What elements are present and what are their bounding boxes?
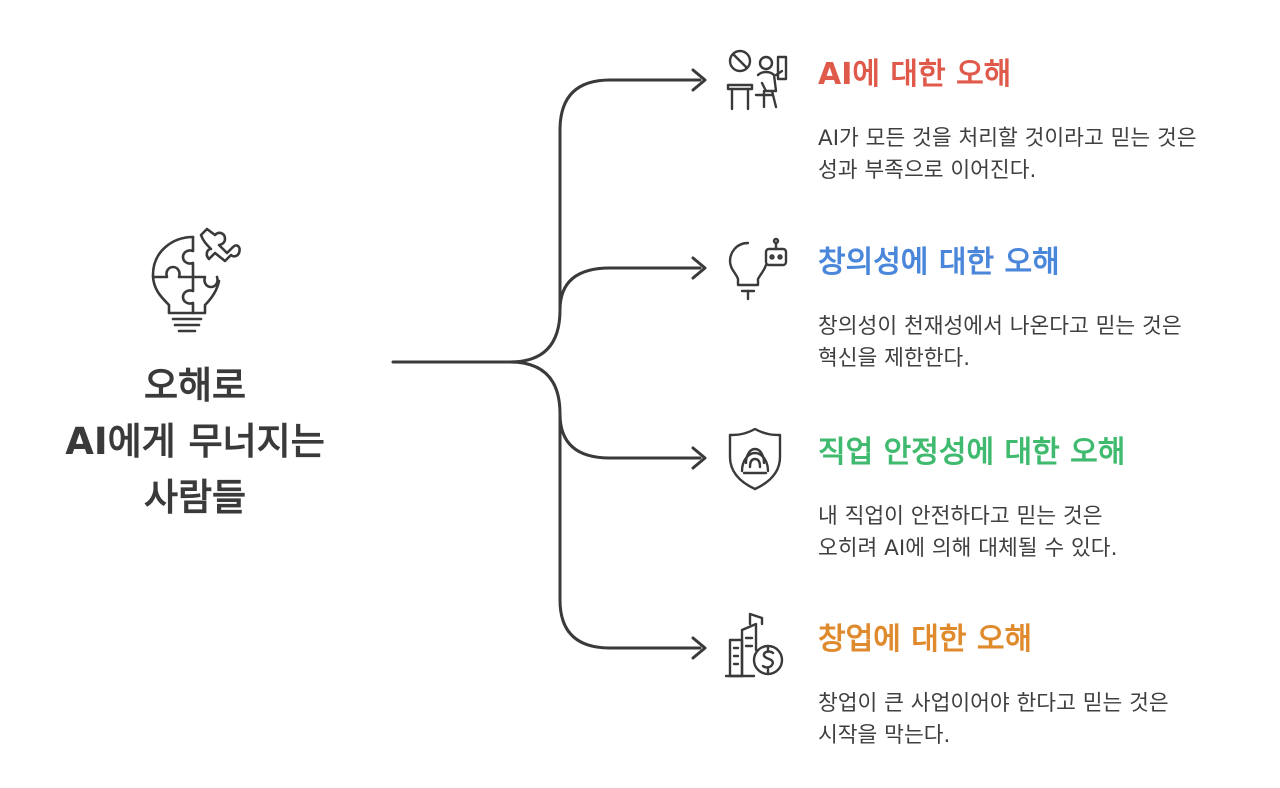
center-title-line-3: 사람들 bbox=[143, 476, 247, 519]
desc-line-2: 오히려 AI에 의해 대체될 수 있다. bbox=[818, 536, 1118, 561]
branch-title: 직업 안정성에 대한 오해 bbox=[818, 435, 1126, 470]
branch-description: 내 직업이 안전하다고 믿는 것은 오히려 AI에 의해 대체될 수 있다. bbox=[818, 501, 1280, 565]
branch-description: AI가 모든 것을 처리할 것이라고 믿는 것은 성과 부족으로 이어진다. bbox=[818, 123, 1280, 187]
desc-line-2: 시작을 막는다. bbox=[818, 723, 951, 748]
lightbulb-puzzle-icon bbox=[145, 225, 245, 335]
branch-title: AI에 대한 오해 bbox=[818, 57, 1012, 92]
desc-line-1: 창업이 큰 사업이어야 한다고 믿는 것은 bbox=[818, 691, 1169, 716]
center-title: 오해로 AI에게 무너지는 사람들 bbox=[20, 358, 370, 526]
shield-worker-icon bbox=[720, 423, 790, 493]
center-title-line-1: 오해로 bbox=[143, 364, 247, 407]
lightbulb-robot-icon bbox=[720, 233, 790, 303]
arrowhead-2 bbox=[691, 256, 707, 280]
arrowhead-1 bbox=[691, 68, 707, 92]
startup-building-money-icon bbox=[720, 610, 790, 680]
connector-branch-3 bbox=[508, 360, 702, 460]
desc-line-2: 성과 부족으로 이어진다. bbox=[818, 158, 1037, 183]
branch-description: 창업이 큰 사업이어야 한다고 믿는 것은 시작을 막는다. bbox=[818, 688, 1280, 752]
desc-line-2: 혁신을 제한한다. bbox=[818, 346, 971, 371]
arrowhead-4 bbox=[691, 636, 707, 660]
branch-title: 창의성에 대한 오해 bbox=[818, 245, 1060, 280]
connector-trunk bbox=[391, 78, 702, 364]
desc-line-1: 창의성이 천재성에서 나온다고 믿는 것은 bbox=[818, 314, 1182, 339]
branch-title: 창업에 대한 오해 bbox=[818, 622, 1033, 657]
branch-description: 창의성이 천재성에서 나온다고 믿는 것은 혁신을 제한한다. bbox=[818, 311, 1280, 375]
distracted-worker-icon bbox=[720, 45, 790, 115]
center-title-line-2: AI에게 무너지는 bbox=[65, 420, 325, 463]
desc-line-1: 내 직업이 안전하다고 믿는 것은 bbox=[818, 504, 1103, 529]
connector-branch-4 bbox=[558, 412, 702, 650]
desc-line-1: AI가 모든 것을 처리할 것이라고 믿는 것은 bbox=[818, 126, 1197, 151]
connector-branch-2 bbox=[558, 266, 702, 312]
arrowhead-3 bbox=[691, 446, 707, 470]
